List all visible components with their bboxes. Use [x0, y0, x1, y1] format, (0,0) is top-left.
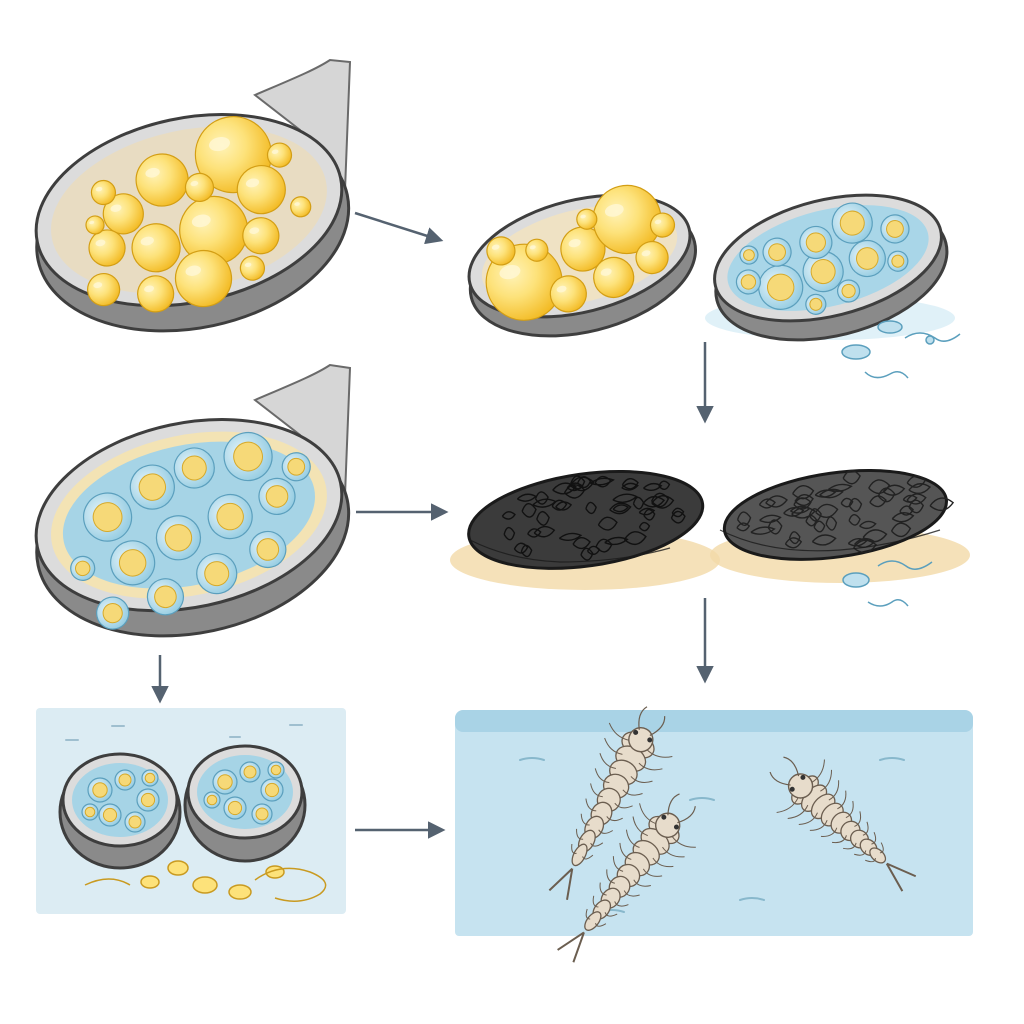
dark-cyst — [467, 470, 705, 570]
yolk-core — [128, 815, 142, 829]
yolk-core — [805, 232, 826, 253]
egg — [174, 249, 233, 308]
cyst-texture — [736, 469, 955, 554]
pod-hydrating — [705, 193, 961, 379]
dried-dark-cysts — [450, 469, 970, 607]
yolk-core — [743, 249, 755, 261]
yolk-core — [140, 792, 156, 808]
yolk-core — [144, 772, 156, 784]
egg — [242, 217, 280, 255]
egg-cluster — [81, 769, 160, 833]
yolk-core — [84, 806, 96, 818]
egg — [486, 236, 516, 266]
egg — [649, 212, 676, 238]
water-droplets — [841, 320, 961, 379]
yolk-core — [92, 782, 108, 798]
egg — [131, 223, 181, 273]
eggs-in-water — [36, 708, 346, 914]
fresh-eggs-in-pod — [34, 58, 352, 333]
brine-shrimp — [548, 706, 673, 900]
egg — [635, 240, 669, 275]
yolk-core — [243, 765, 257, 779]
yolk-core — [216, 502, 244, 531]
yolk-core — [855, 247, 879, 270]
pod-split-yolk — [467, 184, 697, 338]
egg — [593, 256, 635, 299]
yolk-core — [740, 274, 757, 290]
yolk-core — [118, 549, 147, 577]
water-ripples — [65, 724, 303, 741]
egg — [87, 272, 121, 307]
yolk-core — [255, 807, 269, 821]
egg-cluster — [203, 761, 285, 825]
yolk-core — [270, 764, 282, 776]
yolk-core — [102, 603, 123, 624]
yolk-core — [891, 254, 905, 268]
egg — [266, 142, 293, 168]
egg — [135, 153, 189, 207]
yolk-core — [118, 773, 132, 787]
brine-shrimp — [557, 793, 696, 963]
yolk-core — [841, 283, 856, 299]
yolk-core — [265, 485, 289, 508]
yolk-core — [287, 457, 306, 476]
yolk-core — [181, 455, 207, 481]
egg — [290, 196, 312, 218]
hydrated-eggs-in-pod — [34, 363, 352, 638]
egg — [576, 208, 598, 230]
egg — [592, 184, 662, 255]
yolk-core — [206, 794, 218, 806]
yolk-core — [102, 807, 118, 823]
water-tank — [455, 714, 973, 936]
egg — [88, 229, 126, 267]
yolk-core — [810, 259, 836, 285]
flow-arrows — [151, 211, 714, 839]
egg — [239, 255, 266, 281]
yolk-core — [227, 800, 243, 816]
brine-shrimp — [769, 756, 917, 892]
yolk-core — [217, 774, 233, 790]
yolk-core — [886, 220, 904, 238]
yolk-core — [92, 502, 123, 532]
hatched-shrimp — [455, 706, 973, 963]
water-droplets — [842, 560, 933, 607]
egg — [85, 215, 105, 235]
scattered-eggs — [84, 860, 327, 902]
egg — [236, 165, 286, 215]
yolk-core — [768, 243, 786, 262]
yolk-core — [766, 273, 795, 302]
yolk-core — [204, 561, 230, 587]
yolk-core — [233, 441, 263, 472]
arrow-right — [354, 211, 444, 245]
egg — [102, 193, 144, 235]
yolk-core — [75, 560, 91, 577]
yolk-core — [809, 297, 823, 311]
egg — [137, 275, 175, 313]
water-ripples — [519, 757, 905, 913]
yolk-core — [256, 538, 280, 561]
egg — [184, 172, 215, 203]
water-surface — [455, 710, 973, 732]
yolk-core — [164, 524, 193, 552]
egg — [90, 179, 117, 206]
yolk-core — [154, 585, 177, 609]
hydrating-egg-cluster — [735, 202, 910, 315]
yolk-core — [264, 782, 280, 798]
yolk-core — [138, 473, 167, 501]
egg — [525, 238, 549, 262]
yolk-cluster — [85, 116, 312, 313]
egg — [549, 275, 587, 313]
yolk-core — [839, 210, 865, 236]
hydrated-egg-cluster — [70, 431, 311, 630]
cyst-texture — [501, 475, 686, 561]
yolk-cluster — [485, 184, 676, 321]
